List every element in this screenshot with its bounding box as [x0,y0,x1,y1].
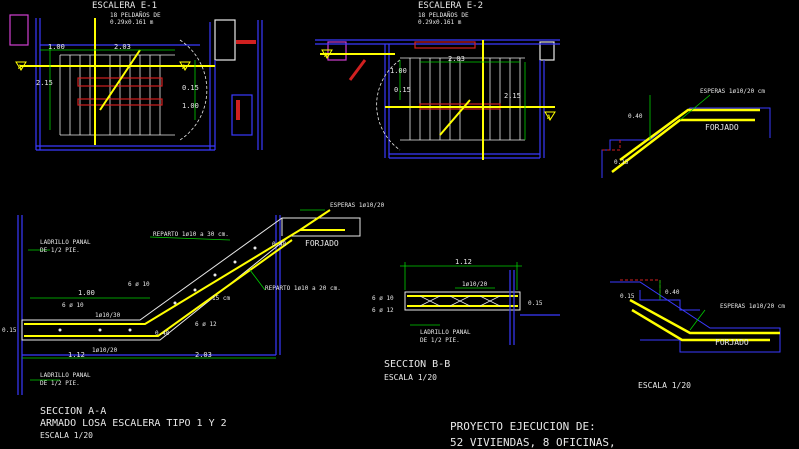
plan-e1-dim-r1: 0.15 [182,84,199,92]
section-aa-reparto1: REPARTO 1ø10 a 30 cm. [153,231,229,238]
section-bb-ladrillo-a: LADRILLO PANAL [420,329,471,336]
section-aa-ladrillo1a: LADRILLO PANAL [40,239,91,246]
section-bb-bar-a: 6 ø 10 [372,295,394,302]
detail-top-d2: 0.15 [614,159,629,166]
section-bb-ladrillo-b: DE 1/2 PIE. [420,337,460,344]
plan-e1-sub1: 18 PELDAÑOS DE [110,12,161,19]
section-aa-title2: ARMADO LOSA ESCALERA TIPO 1 Y 2 [40,418,227,429]
detail-bottom-d1: 0.40 [665,289,680,296]
section-aa-bar-b: 6 ø 10 [62,302,84,309]
detail-bottom: ESPERAS 1ø10/20 cm FORJADO 0.40 0.15 ESC… [610,279,785,390]
plan-e2-marker-right: A [547,114,551,121]
section-aa-bar-a: 6 ø 10 [128,281,150,288]
plan-e1-dim-left: 2.15 [36,79,53,87]
plan-e1-title: ESCALERA E-1 [92,1,157,11]
plan-e1-marker-right: A [182,64,186,71]
section-aa: ESPERAS 1ø10/20 FORJADO REPARTO 1ø10 a 3… [2,202,385,440]
plan-e1-dim-r2: 1.00 [182,102,199,110]
section-aa-spacing: 15 cm [212,295,230,302]
section-bb-scale: ESCALA 1/20 [384,373,437,382]
plan-e2-dim-l2: 0.15 [394,86,411,94]
section-aa-forjado: FORJADO [305,239,339,248]
section-aa-bar-e: 1ø10/20 [92,347,118,354]
detail-bottom-d2: 0.15 [620,293,635,300]
section-aa-dim-203: 2.03 [195,351,212,359]
plan-e2-dim-l1: 1.00 [390,67,407,75]
section-aa-reparto2: REPARTO 1ø10 a 20 cm. [265,285,341,292]
section-bb: 1.12 6 ø 10 6 ø 12 1ø10/20 0.15 LADRILLO… [372,258,560,382]
plan-e2-dim-top: 2.03 [448,55,465,63]
section-aa-ladrillo2b: DE 1/2 PIE. [40,380,80,387]
section-aa-dim-112: 1.12 [68,351,85,359]
section-aa-esperas: ESPERAS 1ø10/20 [330,202,385,209]
detail-top-forjado: FORJADO [705,123,739,132]
section-bb-thickness: 0.15 [528,300,543,307]
section-aa-scale: ESCALA 1/20 [40,431,93,440]
detail-bottom-esperas: ESPERAS 1ø10/20 cm [720,303,785,310]
section-aa-bar-d: 1ø10/30 [95,312,121,319]
plan-e1-sub2: 0.29x0.161 m [110,19,154,26]
detail-top: ESPERAS 1ø10/20 cm FORJADO 0.40 0.15 [601,88,771,178]
project-line1: PROYECTO EJECUCION DE: [450,420,596,433]
detail-bottom-forjado: FORJADO [715,338,749,347]
detail-top-d1: 0.40 [628,113,643,120]
section-aa-d040a: 0.40 [272,241,287,248]
plan-e2-dim-right: 2.15 [504,92,521,100]
plan-e1-dim-b: 2.03 [114,43,131,51]
detail-bottom-scale: ESCALA 1/20 [638,381,691,390]
section-aa-d040b: 0.40 [155,330,170,337]
section-aa-title1: SECCION A-A [40,406,106,417]
plan-e2: ESCALERA E-2 18 PELDAÑOS DE 0.29x0.161 m… [315,1,560,160]
plan-e1: ESCALERA E-1 18 PELDAÑOS DE 0.29x0.161 m… [9,1,263,151]
section-aa-ladrillo1b: DE 1/2 PIE. [40,247,80,254]
plan-e1-dim-a: 1.00 [48,43,65,51]
section-bb-title: SECCION B-B [384,359,450,370]
section-aa-bar-c: 6 ø 12 [195,321,217,328]
project-line2: 52 VIVIENDAS, 8 OFICINAS, [450,436,616,449]
plan-e2-sub2: 0.29x0.161 m [418,19,462,26]
plan-e2-marker-left: A [324,52,328,59]
section-bb-dim: 1.12 [455,258,472,266]
section-bb-bar-b: 6 ø 12 [372,307,394,314]
section-aa-ladrillo2a: LADRILLO PANAL [40,372,91,379]
section-bb-bar-c: 1ø10/20 [462,281,488,288]
section-aa-dim-100: 1.00 [78,289,95,297]
plan-e2-sub1: 18 PELDAÑOS DE [418,12,469,19]
project-title: PROYECTO EJECUCION DE: 52 VIVIENDAS, 8 O… [450,420,616,449]
plan-e2-title: ESCALERA E-2 [418,1,483,11]
detail-top-esperas: ESPERAS 1ø10/20 cm [700,88,765,95]
section-aa-d015: 0.15 [2,327,17,334]
plan-e1-marker-left: A [18,64,22,71]
